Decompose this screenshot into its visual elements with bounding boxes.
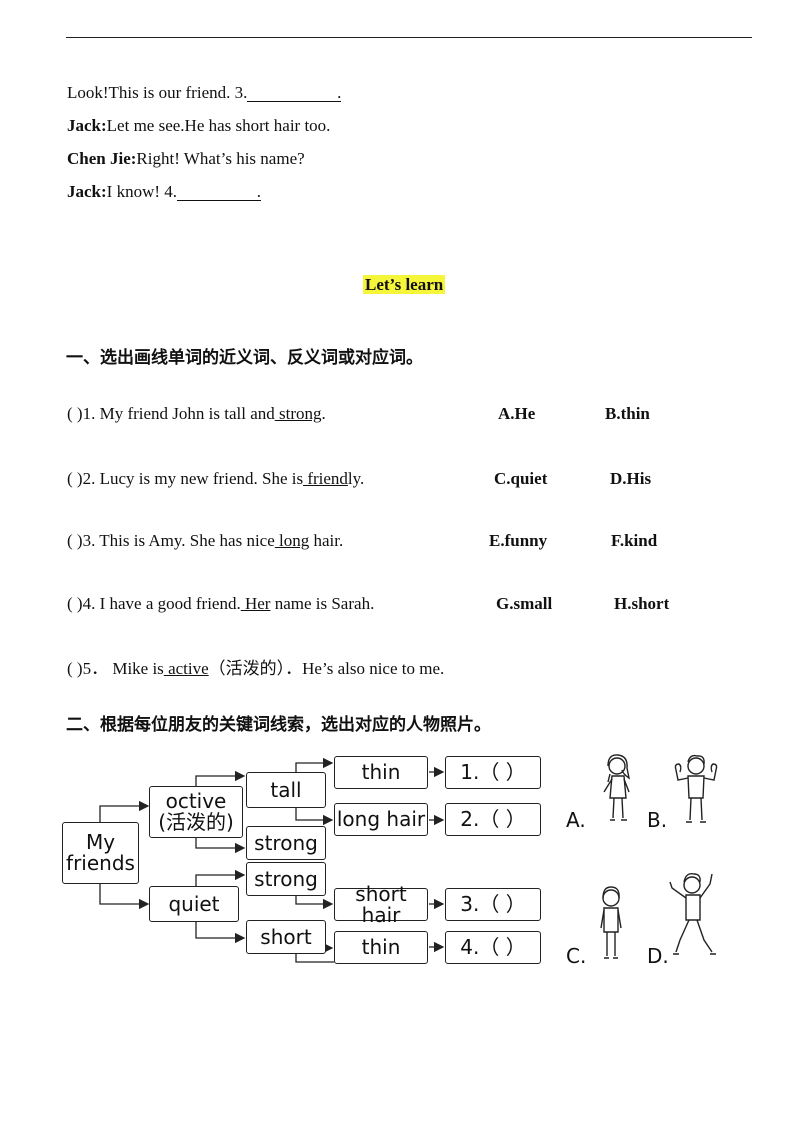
option-h: H.short <box>614 594 670 613</box>
answer-paren[interactable]: ( ) <box>67 659 83 678</box>
answer-blank-4[interactable]: . <box>177 183 262 201</box>
question-1: ( )1. My friend John is tall and strong. <box>67 404 326 423</box>
answer-blank-3[interactable]: . <box>247 84 342 102</box>
picture-label-b: B. <box>647 808 668 832</box>
top-rule <box>66 37 752 38</box>
node-strong-2: strong <box>246 862 326 896</box>
answer-paren[interactable]: ( ) <box>67 531 83 550</box>
section-title: Let’s learn <box>363 275 446 294</box>
question-4: ( )4. I have a good friend. Her name is … <box>67 594 375 613</box>
part1-heading: 一、选出画线单词的近义词、反义词或对应词。 <box>66 348 423 368</box>
active-boy-figure <box>669 872 716 955</box>
option-g: G.small <box>496 594 553 613</box>
answer-box-2[interactable]: 2.（ ） <box>445 803 541 836</box>
option-f: F.kind <box>611 531 658 550</box>
question-2: ( )2. Lucy is my new friend. She is frie… <box>67 469 365 488</box>
option-a: A.He <box>498 404 536 423</box>
answer-box-1[interactable]: 1.（ ） <box>445 756 541 789</box>
question-5: ( )5． Mike is active（活泼的）．He’s also nice… <box>67 659 445 678</box>
option-c: C.quiet <box>494 469 548 488</box>
dialogue-line-1: Look!This is our friend. 3.. <box>67 83 342 102</box>
strong-boy-figure <box>674 754 718 823</box>
dialogue-line-2: Jack:Let me see.He has short hair too. <box>67 116 331 135</box>
picture-label-c: C. <box>566 944 587 968</box>
answer-box-3[interactable]: 3.（ ） <box>445 888 541 921</box>
answer-box-4[interactable]: 4.（ ） <box>445 931 541 964</box>
short-hair-child-figure <box>600 886 622 959</box>
answer-paren[interactable]: ( ) <box>67 469 83 488</box>
part2-heading: 二、根据每位朋友的关键词线索，选出对应的人物照片。 <box>66 715 491 735</box>
node-quiet: quiet <box>149 886 239 922</box>
answer-paren[interactable]: ( ) <box>67 404 83 423</box>
node-short: short <box>246 920 326 954</box>
picture-label-d: D. <box>647 944 669 968</box>
option-b: B.thin <box>605 404 650 423</box>
girl-long-hair-figure <box>603 754 631 821</box>
question-3: ( )3. This is Amy. She has nice long hai… <box>67 531 344 550</box>
answer-paren[interactable]: ( ) <box>67 594 83 613</box>
node-thin-2: thin <box>334 931 428 964</box>
node-strong-1: strong <box>246 826 326 860</box>
node-long-hair: long hair <box>334 803 428 836</box>
node-thin-1: thin <box>334 756 428 789</box>
option-d: D.His <box>610 469 652 488</box>
node-short-hair: short hair <box>334 883 428 925</box>
node-octive: octive(活泼的) <box>149 786 243 838</box>
dialogue-line-4: Jack:I know! 4.. <box>67 182 262 201</box>
node-tall: tall <box>246 772 326 808</box>
dialogue-line-3: Chen Jie:Right! What’s his name? <box>67 149 305 168</box>
picture-label-a: A. <box>566 808 586 832</box>
option-e: E.funny <box>489 531 548 550</box>
